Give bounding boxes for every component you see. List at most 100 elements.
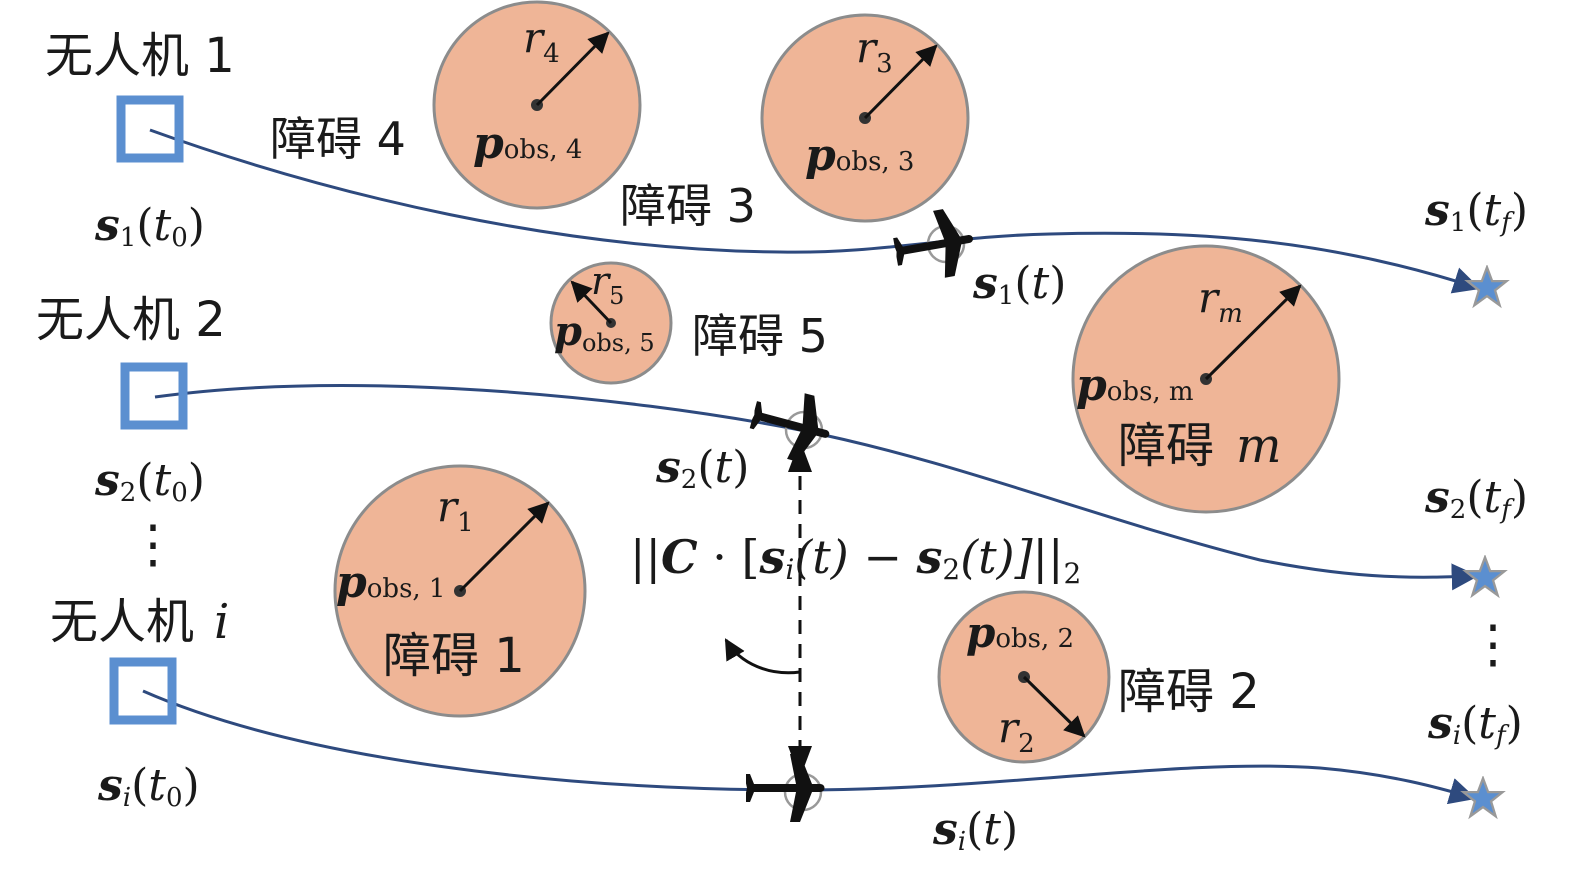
formula-s-i-sub: i [785, 553, 794, 586]
uav-i-goal-star [1462, 777, 1504, 818]
uav-2-start-t: t [154, 455, 172, 506]
svg-text:r3: r3 [856, 23, 893, 79]
svg-text:s2(t0): s2(t0) [94, 455, 205, 508]
uav-1-current-t: t [1032, 258, 1050, 309]
uav-i-start-t: t [148, 760, 166, 811]
uav-1-trajectory [149, 128, 1481, 294]
uav-2-trajectory [154, 384, 1479, 591]
svg-text:||C · [si(t) − s2(t)]||2: ||C · [si(t) − s2(t)]||2 [630, 530, 1081, 590]
obstacle-4-p: p [473, 118, 504, 169]
obstacle-m-radius-arrow [1204, 284, 1302, 381]
obstacle-2-r-sub: 2 [1018, 729, 1035, 759]
uav-1-goal-star [1466, 266, 1508, 307]
uav-1-start-t-sub: 0 [171, 223, 188, 253]
svg-text:pobs, 1: pobs, 1 [336, 557, 445, 608]
rotation-arrow [724, 638, 801, 675]
svg-text:si(t0): si(t0) [97, 760, 200, 813]
right-ellipsis: ⋮ [1467, 615, 1519, 675]
uav-1-current-s: s [972, 258, 998, 309]
obstacle-5-p-sub: obs, 5 [582, 329, 655, 357]
uav-i-start-marker [109, 657, 177, 725]
obstacle-m-label: 障碍 [1118, 418, 1214, 474]
uav-1-current-sub: 1 [998, 281, 1015, 311]
svg-text:s1(t): s1(t) [972, 258, 1066, 311]
formula-s-2-sub: 2 [942, 553, 960, 586]
uav-2-current-t: t [715, 442, 733, 493]
uav-2-goal-sub: 2 [1450, 495, 1467, 525]
uav-2-current-s: s [655, 442, 681, 493]
uav-i-goal-s: s [1427, 698, 1453, 749]
obstacle-m-label-var: m [1236, 418, 1282, 474]
uav-2-plane-icon [743, 381, 838, 468]
uav-i-goal-t: t [1478, 698, 1496, 749]
svg-text:si(tf): si(tf) [1427, 698, 1523, 751]
uav-1-start-marker [116, 95, 184, 163]
obstacle-5-label: 障碍 5 [692, 309, 828, 363]
uav-2-current-sub: 2 [681, 465, 698, 495]
obstacle-4-r-sub: 4 [543, 39, 560, 69]
svg-text:pobs, m: pobs, m [1076, 360, 1194, 411]
obstacle-1-p: p [336, 557, 367, 608]
obstacle-4-radius-arrow [535, 31, 610, 107]
uav-i-start-s: s [97, 760, 123, 811]
obstacle-4-r: r [523, 13, 546, 62]
obstacle-2-label: 障碍 2 [1118, 664, 1260, 720]
obstacle-2-r: r [998, 703, 1021, 752]
uav-2-start-t-sub: 0 [171, 478, 188, 508]
uav-i-trajectory [142, 689, 1477, 805]
uav-2-start-marker [120, 362, 188, 430]
obstacle-2-radius-arrow [1022, 675, 1086, 738]
obstacle-5-p: p [554, 308, 582, 355]
uav-1-start-s: s [94, 200, 120, 251]
uav-i-label-var: i [214, 594, 229, 650]
svg-text:r5: r5 [591, 259, 624, 310]
obstacle-3-p: p [805, 130, 836, 181]
svg-text:r1: r1 [437, 482, 474, 538]
distance-arrow-up [788, 440, 812, 472]
formula-arg-i: (t) − [794, 530, 916, 584]
uav-i-label: 无人机 [50, 594, 194, 650]
obstacle-5: r5 pobs, 5 [549, 259, 673, 385]
formula-s-2: s [915, 530, 942, 584]
svg-text:pobs, 5: pobs, 5 [554, 308, 655, 357]
obstacle-4-p-sub: obs, 4 [504, 135, 583, 165]
uav-1-start-t: t [154, 200, 172, 251]
svg-text:障碍m: 障碍 m [1118, 418, 1282, 474]
svg-text:si(t): si(t) [932, 804, 1018, 857]
uav-i-current-sub: i [958, 827, 966, 857]
uav-i-current-t: t [983, 804, 1001, 855]
obstacle-5-r-sub: 5 [609, 282, 624, 310]
obstacle-3-label: 障碍 3 [620, 179, 756, 233]
obstacle-4: r4 pobs, 4 [432, 0, 642, 210]
obstacle-1-r-sub: 1 [457, 508, 474, 538]
uav-2-label: 无人机 2 [36, 292, 226, 348]
uav-1-goal-sub: 1 [1450, 208, 1467, 238]
svg-text:rm: rm [1198, 273, 1243, 329]
obstacle-5-radius-arrow [570, 280, 613, 325]
svg-text:pobs, 2: pobs, 2 [966, 608, 1074, 657]
left-ellipsis: ⋮ [127, 515, 179, 575]
uav-2-goal-s: s [1424, 472, 1450, 523]
uav-1-goal-s: s [1424, 185, 1450, 236]
obstacle-5-r: r [591, 259, 612, 303]
obstacle-3-r: r [856, 23, 879, 72]
svg-text:pobs, 4: pobs, 4 [473, 118, 582, 169]
obstacle-m-r-sub: m [1218, 299, 1243, 329]
formula-norm-sub: 2 [1064, 557, 1082, 590]
distance-arrow-down [788, 746, 812, 778]
obstacle-3: r3 pobs, 3 [760, 13, 970, 223]
formula-C: C [661, 530, 698, 584]
uav-1-start-sub: 1 [120, 223, 137, 253]
uav-i-start-t-sub: 0 [166, 783, 183, 813]
obstacle-m-p-sub: obs, m [1107, 377, 1194, 407]
obstacle-2: pobs, 2 r2 [937, 590, 1111, 764]
svg-text:s2(t): s2(t) [655, 442, 749, 495]
uav-i-start-sub: i [123, 783, 131, 813]
obstacle-1-p-sub: obs, 1 [367, 574, 446, 604]
uav-i-goal-sub: i [1453, 721, 1461, 751]
obstacle-3-radius-arrow [863, 44, 938, 120]
uav-2-start-s: s [94, 455, 120, 506]
obstacle-2-p: p [966, 608, 995, 657]
formula-dot: · [ [698, 530, 760, 584]
obstacle-m: rm pobs, m 障碍 m [1071, 244, 1341, 514]
